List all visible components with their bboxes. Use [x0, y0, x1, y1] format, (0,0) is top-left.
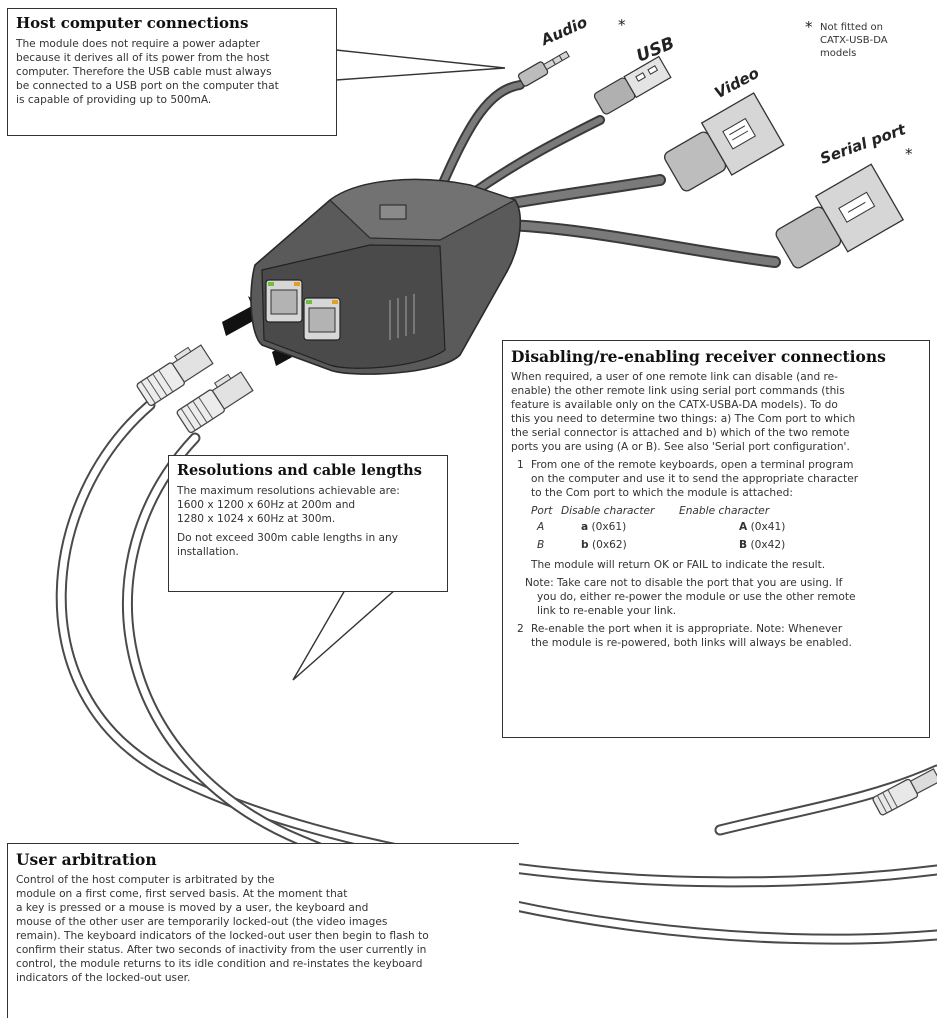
note-line: Note: Take care not to disable the port … [525, 577, 843, 589]
resolutions-warning: Do not exceed 300m cable lengths in any [177, 532, 399, 544]
enable-char-cell: B [739, 539, 748, 551]
arbitration-callout: User arbitration Control of the host com… [7, 843, 519, 1018]
result-line: The module will return OK or FAIL to ind… [531, 559, 826, 571]
port-cell: B [537, 539, 545, 551]
port-cell: A [537, 521, 545, 533]
step-1-line: on the computer and use it to send the a… [531, 473, 859, 485]
step-2-line: the module is re-powered, both links wil… [531, 637, 852, 649]
step-2-number: 2 [517, 623, 524, 635]
host-line: because it derives all of its power from… [16, 52, 270, 64]
disabling-title: Disabling/re-enabling receiver connectio… [511, 347, 886, 366]
table-header-row: Port Disable character Enable character [531, 504, 785, 518]
arbitration-line: indicators of the locked-out user. [16, 972, 191, 984]
rj45-plug-b [176, 371, 254, 434]
disable-char-cell: b [581, 539, 589, 551]
host-connections-title: Host computer connections [16, 14, 249, 32]
note-line: you do, either re-power the module or us… [537, 591, 856, 603]
footnote-star: * [805, 18, 813, 36]
host-connections-callout: Host computer connections The module doe… [7, 8, 337, 136]
enable-code-cell: (0x41) [750, 521, 786, 533]
resolutions-title: Resolutions and cable lengths [177, 462, 422, 479]
step-2: 2 Re-enable the port when it is appropria… [511, 622, 921, 650]
catx-module [250, 178, 521, 375]
disable-char-cell: a [581, 521, 589, 533]
disabling-intro: this you need to determine two things: a… [511, 413, 856, 425]
footnote-line-2: CATX-USB-DA [820, 35, 888, 46]
disabling-intro: When required, a user of one remote link… [511, 371, 839, 383]
enable-code-cell: (0x42) [750, 539, 786, 551]
rj45-plug-right [872, 768, 937, 816]
step-2-line: Re-enable the port when it is appropriat… [531, 623, 843, 635]
resolutions-callout: Resolutions and cable lengths The maximu… [168, 455, 448, 592]
arbitration-line: confirm their status. After two seconds … [16, 944, 427, 956]
resolutions-warning: installation. [177, 546, 239, 558]
arbitration-line: a key is pressed or a mouse is moved by … [16, 902, 369, 914]
disabling-intro: feature is available only on the CATX-US… [511, 399, 838, 411]
footnote-line-3: models [820, 48, 857, 59]
step-1-line: to the Com port to which the module is a… [531, 487, 793, 499]
video-connector [663, 92, 785, 192]
audio-plug [517, 50, 570, 87]
audio-star: * [618, 16, 626, 34]
resolutions-line: The maximum resolutions achievable are: [177, 485, 400, 497]
serial-star: * [905, 145, 913, 163]
rj45-plug-a [136, 344, 214, 407]
step-1-line: From one of the remote keyboards, open a… [531, 459, 854, 471]
disable-code-cell: (0x62) [591, 539, 627, 551]
enable-char-cell: A [739, 521, 748, 533]
table-row: A a (0x61) A (0x41) [531, 518, 785, 536]
step-1-number: 1 [517, 459, 524, 471]
resolutions-line: 1280 x 1024 x 60Hz at 300m. [177, 513, 336, 525]
serial-connector [775, 163, 905, 269]
disabling-intro: ports you are using (A or B). See also '… [511, 441, 850, 453]
resolutions-line: 1600 x 1200 x 60Hz at 200m and [177, 499, 356, 511]
host-line: The module does not require a power adap… [16, 38, 260, 50]
step-1: 1 From one of the remote keyboards, open … [511, 458, 921, 500]
host-line: be connected to a USB port on the comput… [16, 80, 279, 92]
arbitration-title: User arbitration [16, 850, 157, 869]
usb-plug [593, 55, 672, 115]
arbitration-line: module on a first come, first served bas… [16, 888, 348, 900]
host-line: computer. Therefore the USB cable must a… [16, 66, 272, 78]
table-header: Enable character [679, 505, 770, 517]
port-character-table: Port Disable character Enable character … [531, 504, 785, 554]
disabling-intro: the serial connector is attached and b) … [511, 427, 850, 439]
table-header: Disable character [561, 505, 655, 517]
footnote-line-1: Not fitted on [820, 22, 883, 33]
table-row: B b (0x62) B (0x42) [531, 536, 785, 554]
arbitration-line: mouse of the other user are temporarily … [16, 916, 388, 928]
host-cables [435, 80, 781, 268]
disable-code-cell: (0x61) [591, 521, 627, 533]
disabling-intro: enable) the other remote link using seri… [511, 385, 845, 397]
arbitration-line: control, the module returns to its idle … [16, 958, 423, 970]
disabling-callout: Disabling/re-enabling receiver connectio… [502, 340, 930, 738]
host-line: is capable of providing up to 500mA. [16, 94, 212, 106]
arbitration-line: Control of the host computer is arbitrat… [16, 874, 275, 886]
arbitration-line: remain). The keyboard indicators of the … [16, 930, 429, 942]
note-line: link to re-enable your link. [537, 605, 677, 617]
table-header: Port [531, 505, 553, 517]
